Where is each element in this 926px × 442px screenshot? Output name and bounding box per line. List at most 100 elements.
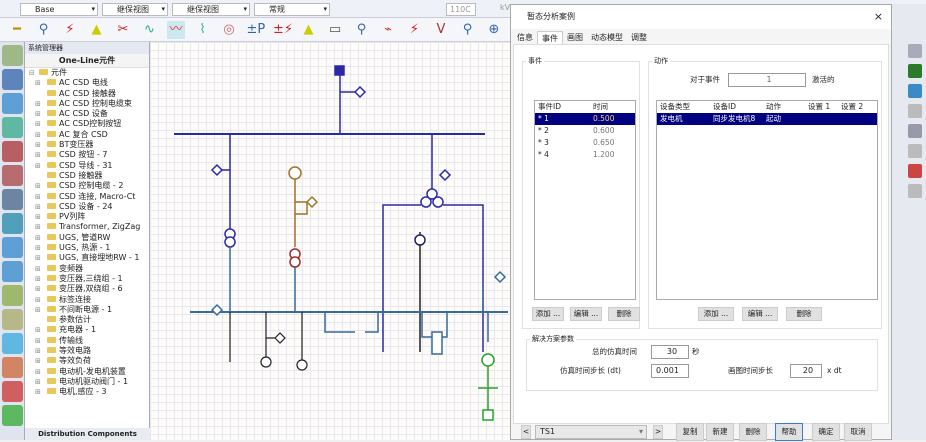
expand-icon[interactable]: ⊞ <box>35 130 41 139</box>
tree-item[interactable]: ⊞AC CSD 控制电缆束 <box>25 99 149 109</box>
action-delete-button[interactable]: 删除 <box>786 307 822 321</box>
harmonic-icon[interactable]: 〰 <box>167 21 185 39</box>
expand-icon[interactable]: ⊞ <box>35 295 41 304</box>
search-icon[interactable] <box>908 104 922 118</box>
one-line-diagram-canvas[interactable] <box>150 42 510 440</box>
next-case-button[interactable]: > <box>653 425 663 439</box>
new-button[interactable]: 新建 <box>706 423 734 441</box>
tab-4[interactable]: 调整 <box>631 33 647 42</box>
tree-item[interactable]: ⊞CSD 连接, Macro-Ct <box>25 192 149 202</box>
action-edit-button[interactable]: 编辑 ... <box>742 307 778 321</box>
expand-icon[interactable]: ⊞ <box>35 264 41 273</box>
tree-item[interactable]: ⊞CSD 导线 - 31 <box>25 161 149 171</box>
map-icon[interactable] <box>2 285 23 306</box>
column-event-id[interactable]: 事件ID <box>538 102 561 111</box>
dist2-icon[interactable] <box>2 381 23 402</box>
tree-icon[interactable] <box>2 45 23 66</box>
column-device-type[interactable]: 设备类型 <box>660 102 690 111</box>
action-add-button[interactable]: 添加 ... <box>698 307 734 321</box>
curve-icon[interactable]: ⌇ <box>199 22 206 37</box>
expand-icon[interactable]: ⊞ <box>35 192 41 201</box>
expand-icon[interactable]: ⊞ <box>35 305 41 314</box>
bar-chart-icon[interactable] <box>908 164 922 178</box>
expand-icon[interactable]: ⊞ <box>35 202 41 211</box>
pq-load-icon[interactable]: ⚲ <box>38 22 49 37</box>
scroll-up-icon[interactable] <box>908 44 922 58</box>
event-edit-button[interactable]: 编辑 ... <box>570 307 602 321</box>
expand-icon[interactable]: ⊞ <box>35 233 41 242</box>
event-delete-button[interactable]: 删除 <box>608 307 640 321</box>
tree-item[interactable]: ⊟元件 <box>25 68 149 78</box>
help-button[interactable]: 帮助 <box>775 423 803 441</box>
expand-icon[interactable]: ⊞ <box>35 161 41 170</box>
total-time-field[interactable]: 30 <box>651 345 689 359</box>
tree-item[interactable]: ⊞变压器,双绕组 - 6 <box>25 284 149 294</box>
waveform-icon[interactable]: ∿ <box>144 22 155 37</box>
close-icon[interactable]: × <box>873 10 883 23</box>
expand-icon[interactable]: ⊞ <box>35 141 41 150</box>
tree-item[interactable]: CSD 接触器 <box>25 171 149 181</box>
relay-icon[interactable] <box>2 261 23 282</box>
pv-icon[interactable]: ⌁ <box>384 22 392 37</box>
expand-icon[interactable]: ⊞ <box>35 120 41 129</box>
calc-icon[interactable] <box>2 309 23 330</box>
network-icon[interactable]: ⊕ <box>488 22 500 37</box>
voltage-profile-icon[interactable]: V <box>436 22 446 37</box>
tree-item[interactable]: ⊞电动机驱动阀门 - 1 <box>25 377 149 387</box>
fault-icon[interactable]: ⚡ <box>65 22 75 37</box>
base-combo[interactable]: Base▾ <box>20 3 98 16</box>
tree-item[interactable]: ⊞等效负荷 <box>25 356 149 366</box>
expand-icon[interactable]: ⊞ <box>35 357 41 366</box>
column-action[interactable]: 动作 <box>766 102 781 111</box>
expand-icon[interactable]: ⊞ <box>35 274 41 283</box>
warning-icon[interactable]: ▲ <box>91 22 102 37</box>
tree-item[interactable]: ⊞标签连接 <box>25 295 149 305</box>
waveform-icon[interactable] <box>908 64 922 78</box>
gis-icon[interactable] <box>2 213 23 234</box>
collapse-icon[interactable]: ⊟ <box>29 69 35 77</box>
switch-icon[interactable]: ✂ <box>117 22 129 37</box>
expand-icon[interactable]: ⊞ <box>35 182 41 191</box>
dist3-icon[interactable] <box>2 405 23 426</box>
plus-minus-warning-icon[interactable]: ▲ <box>303 22 314 37</box>
prev-case-button[interactable]: < <box>521 425 531 439</box>
motor-icon[interactable] <box>2 117 23 138</box>
tree-item[interactable]: 参数估计 <box>25 315 149 325</box>
expand-icon[interactable]: ⊞ <box>35 367 41 376</box>
tree-item[interactable]: ⊞CSD 设备 - 24 <box>25 202 149 212</box>
expand-icon[interactable]: ⊞ <box>35 213 41 222</box>
tree-item[interactable]: ⊞电动机-发电机装置 <box>25 367 149 377</box>
expand-icon[interactable]: ⊞ <box>35 151 41 160</box>
tree-item[interactable]: ⊞AC CSD控制按钮 <box>25 119 149 129</box>
section-title[interactable]: One-Line元件 <box>25 54 149 68</box>
tree-item[interactable]: ⊞UGS, 热源 - 1 <box>25 243 149 253</box>
tree-item[interactable]: ⊞电机,感应 - 3 <box>25 387 149 397</box>
protection-icon[interactable] <box>2 93 23 114</box>
tree-item[interactable]: ⊞等效电路 <box>25 346 149 356</box>
expand-icon[interactable]: ⊞ <box>35 254 41 263</box>
ok-button[interactable]: 确定 <box>812 423 840 441</box>
tree-item[interactable]: ⊞AC 复合 CSD <box>25 130 149 140</box>
tree-item[interactable]: AC CSD 接触器 <box>25 89 149 99</box>
tab-3[interactable]: 动态模型 <box>591 33 623 42</box>
expand-icon[interactable]: ⊞ <box>35 79 41 88</box>
tree-item[interactable]: ⊞充电器 - 1 <box>25 325 149 335</box>
step-field[interactable]: 0.001 <box>651 364 689 378</box>
voltage-input[interactable]: 110C <box>446 3 476 16</box>
column-setting-2[interactable]: 设置 2 <box>841 102 864 111</box>
event-add-button[interactable]: 添加 ... <box>532 307 564 321</box>
mode-combo[interactable]: 常规▾ <box>254 3 330 16</box>
expand-icon[interactable]: ⊞ <box>35 223 41 232</box>
tree-item[interactable]: ⊞UGS, 直接埋地RW - 1 <box>25 253 149 263</box>
info-icon[interactable] <box>908 144 922 158</box>
expand-icon[interactable]: ⊞ <box>35 285 41 294</box>
recycle-icon[interactable] <box>2 333 23 354</box>
tree-item[interactable]: ⊞变压器,三绕组 - 1 <box>25 274 149 284</box>
expand-icon[interactable]: ⊞ <box>35 326 41 335</box>
expand-icon[interactable]: ⊞ <box>35 377 41 386</box>
